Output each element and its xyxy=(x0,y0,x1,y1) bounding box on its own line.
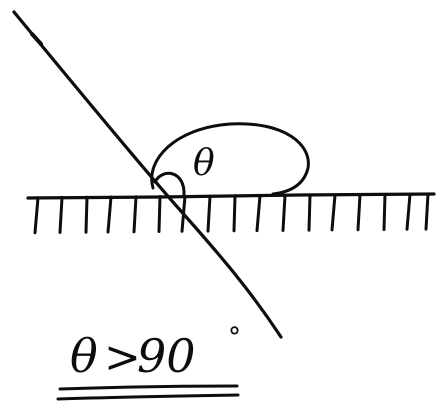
ink-blot xyxy=(30,32,43,46)
hatch-mark xyxy=(424,192,430,231)
answer-underline-top xyxy=(58,384,239,391)
answer-symbol: θ xyxy=(70,329,98,383)
hatch-mark xyxy=(58,195,64,234)
contact-angle-arc xyxy=(153,171,186,197)
hatch-mark xyxy=(281,193,287,232)
angle-symbol-inside: θ xyxy=(193,143,215,184)
answer-value: 90 xyxy=(137,329,196,383)
hatch-mark xyxy=(106,195,113,234)
hatch-mark xyxy=(157,195,162,233)
answer-underline-bottom xyxy=(56,393,240,401)
hatch-mark xyxy=(180,194,187,233)
hatch-mark xyxy=(206,194,212,233)
hatch-mark xyxy=(382,193,387,231)
liquid-drop xyxy=(150,122,310,196)
hatch-mark xyxy=(255,194,262,233)
solid-surface xyxy=(26,192,436,200)
hatch-mark xyxy=(405,192,412,231)
answer-comparison: > xyxy=(104,332,141,383)
hatch-mark xyxy=(330,193,337,232)
tangent-line xyxy=(12,10,283,339)
hatch-mark xyxy=(132,195,138,234)
answer-degree-mark: ° xyxy=(228,323,241,353)
hatch-mark xyxy=(356,193,362,232)
hatch-mark xyxy=(232,194,237,233)
hatch-mark xyxy=(307,193,312,232)
hatch-mark xyxy=(33,196,40,235)
answer-label: θ > 90 ° xyxy=(70,323,241,383)
surface-hatching xyxy=(33,192,430,235)
hatch-mark xyxy=(84,195,89,234)
